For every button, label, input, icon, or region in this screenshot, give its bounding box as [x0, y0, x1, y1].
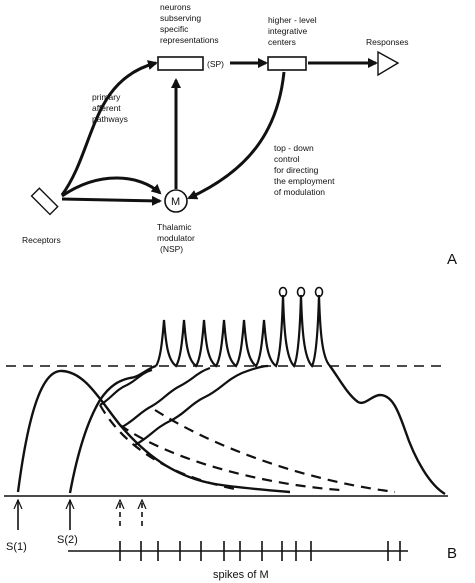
- arrow-receptors-to-m-lower: [61, 195, 162, 206]
- arrow-higher-to-m: [187, 71, 286, 200]
- panel-b: S(1) S(2) spikes of M B: [4, 286, 457, 581]
- sp-label-line-4: representations: [160, 35, 219, 45]
- responses-triangle: [377, 50, 400, 77]
- stimulus-label-s2: S(2): [57, 534, 78, 546]
- dashed-decay-1: [99, 404, 241, 492]
- sp-label-line-1: neurons: [160, 2, 191, 12]
- response-curve-s1: [16, 369, 291, 494]
- spikes-label: spikes of M: [213, 569, 269, 581]
- topdown-label-line-5: of modulation: [274, 187, 325, 197]
- wavy-rise-2: [121, 366, 211, 428]
- responses-label: Responses: [366, 37, 409, 47]
- spike-cap-2: [296, 286, 306, 298]
- receptors-label: Receptors: [22, 235, 61, 245]
- arrow-receptors-to-m-upper: [61, 176, 162, 198]
- higher-label-line-1: higher - level: [268, 15, 317, 25]
- higher-level-box: [267, 56, 307, 71]
- thalamic-modulator-circle: [164, 189, 188, 213]
- receptors-box: [30, 187, 59, 216]
- sp-box: [157, 56, 204, 71]
- sp-tag: (SP): [207, 59, 224, 69]
- spike-cap-1: [278, 286, 288, 298]
- primary-label-line-3: pathways: [92, 114, 128, 124]
- spike-cap-3: [314, 286, 324, 298]
- topdown-label-line-1: top - down: [274, 143, 314, 153]
- topdown-label-line-4: the employment: [274, 176, 335, 186]
- thalamic-label-line-1: Thalamic: [157, 222, 192, 232]
- wavy-rise-1: [99, 368, 153, 406]
- panel-b-label: B: [447, 545, 457, 562]
- response-curve-s2: [68, 364, 157, 494]
- m-symbol: M: [171, 196, 180, 208]
- sp-label-line-3: specific: [160, 24, 189, 34]
- spike-raster-ticks: [119, 541, 401, 561]
- thalamic-label-line-3: (NSP): [160, 244, 183, 254]
- response-tail: [329, 365, 446, 496]
- higher-label-line-2: integrative: [268, 26, 307, 36]
- arrow-receptors-to-sp: [60, 60, 158, 196]
- dashed-decay-2: [119, 424, 341, 492]
- sp-label-line-2: subserving: [160, 13, 201, 23]
- dashed-decay-3: [154, 409, 396, 494]
- spike-train: [155, 294, 331, 368]
- topdown-label-line-2: control: [274, 154, 300, 164]
- panel-a: neurons subserving specific representati…: [22, 2, 457, 268]
- thalamic-label-line-2: modulator: [157, 233, 195, 243]
- higher-label-line-3: centers: [268, 37, 296, 47]
- stimulus-label-s1: S(1): [6, 541, 27, 553]
- wavy-rise-3: [134, 364, 269, 446]
- topdown-label-line-3: for directing: [274, 165, 319, 175]
- panel-a-label: A: [447, 251, 457, 268]
- primary-label-line-2: afferent: [92, 103, 121, 113]
